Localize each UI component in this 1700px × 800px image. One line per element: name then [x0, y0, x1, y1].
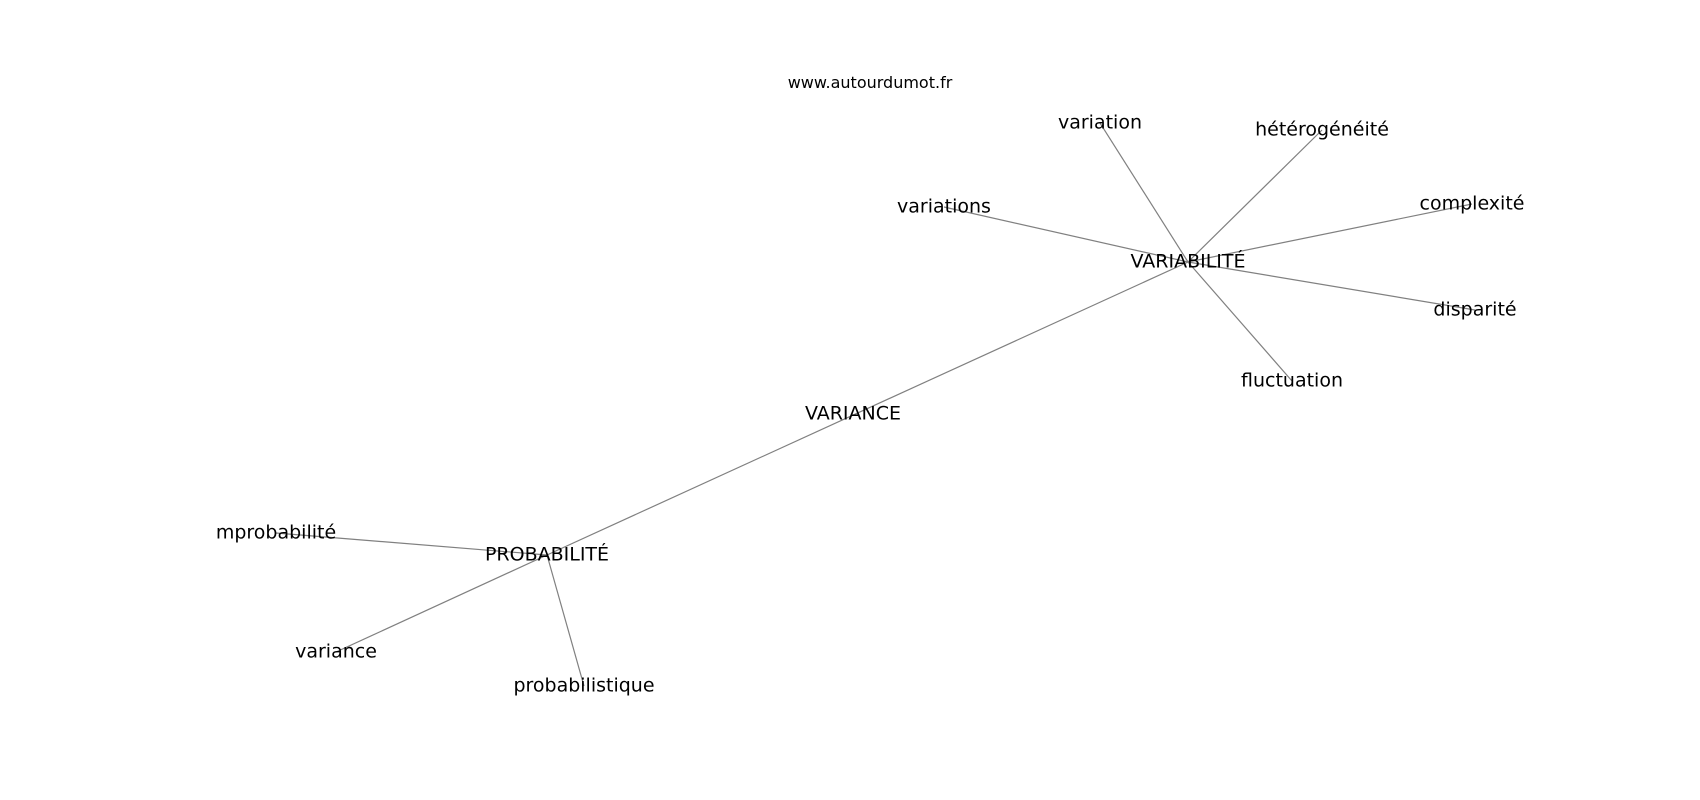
node-label-variance_center: VARIANCE [805, 403, 901, 425]
edge-variabilite-disparite [1187, 261, 1476, 311]
edge-probabilite-variance_small [335, 554, 548, 653]
edge-variabilite-heterogeneite [1187, 129, 1323, 263]
node-label-probabilite: PROBABILITÉ [485, 543, 609, 566]
node-label-variations: variations [897, 196, 991, 218]
edge-variabilite-complexite [1187, 203, 1473, 263]
edge-variabilite-variations [943, 206, 1189, 263]
node-label-variance_small: variance [295, 641, 377, 663]
edge-variabilite-fluctuation [1187, 261, 1293, 382]
node-label-mprobabilite: mprobabilité [216, 522, 336, 544]
node-label-complexite: complexité [1420, 193, 1525, 215]
node-label-disparite: disparité [1433, 299, 1516, 321]
node-label-fluctuation: fluctuation [1241, 370, 1343, 392]
graph-labels: VARIANCE VARIABILITÉ PROBABILITÉ variation h… [216, 112, 1525, 697]
node-label-probabilistique: probabilistique [513, 675, 654, 697]
node-label-heterogeneite: hétérogénéité [1255, 119, 1389, 141]
node-label-variation: variation [1058, 112, 1142, 134]
edge-probabilite-probabilistique [546, 554, 585, 687]
source-label: www.autourdumot.fr [788, 73, 953, 92]
graph-edges [275, 122, 1476, 687]
edge-variabilite-probabilite [546, 261, 1189, 556]
edge-probabilite-mprobabilite [275, 532, 548, 556]
node-label-variabilite: VARIABILITÉ [1130, 250, 1245, 273]
edge-variabilite-variation [1099, 122, 1189, 263]
